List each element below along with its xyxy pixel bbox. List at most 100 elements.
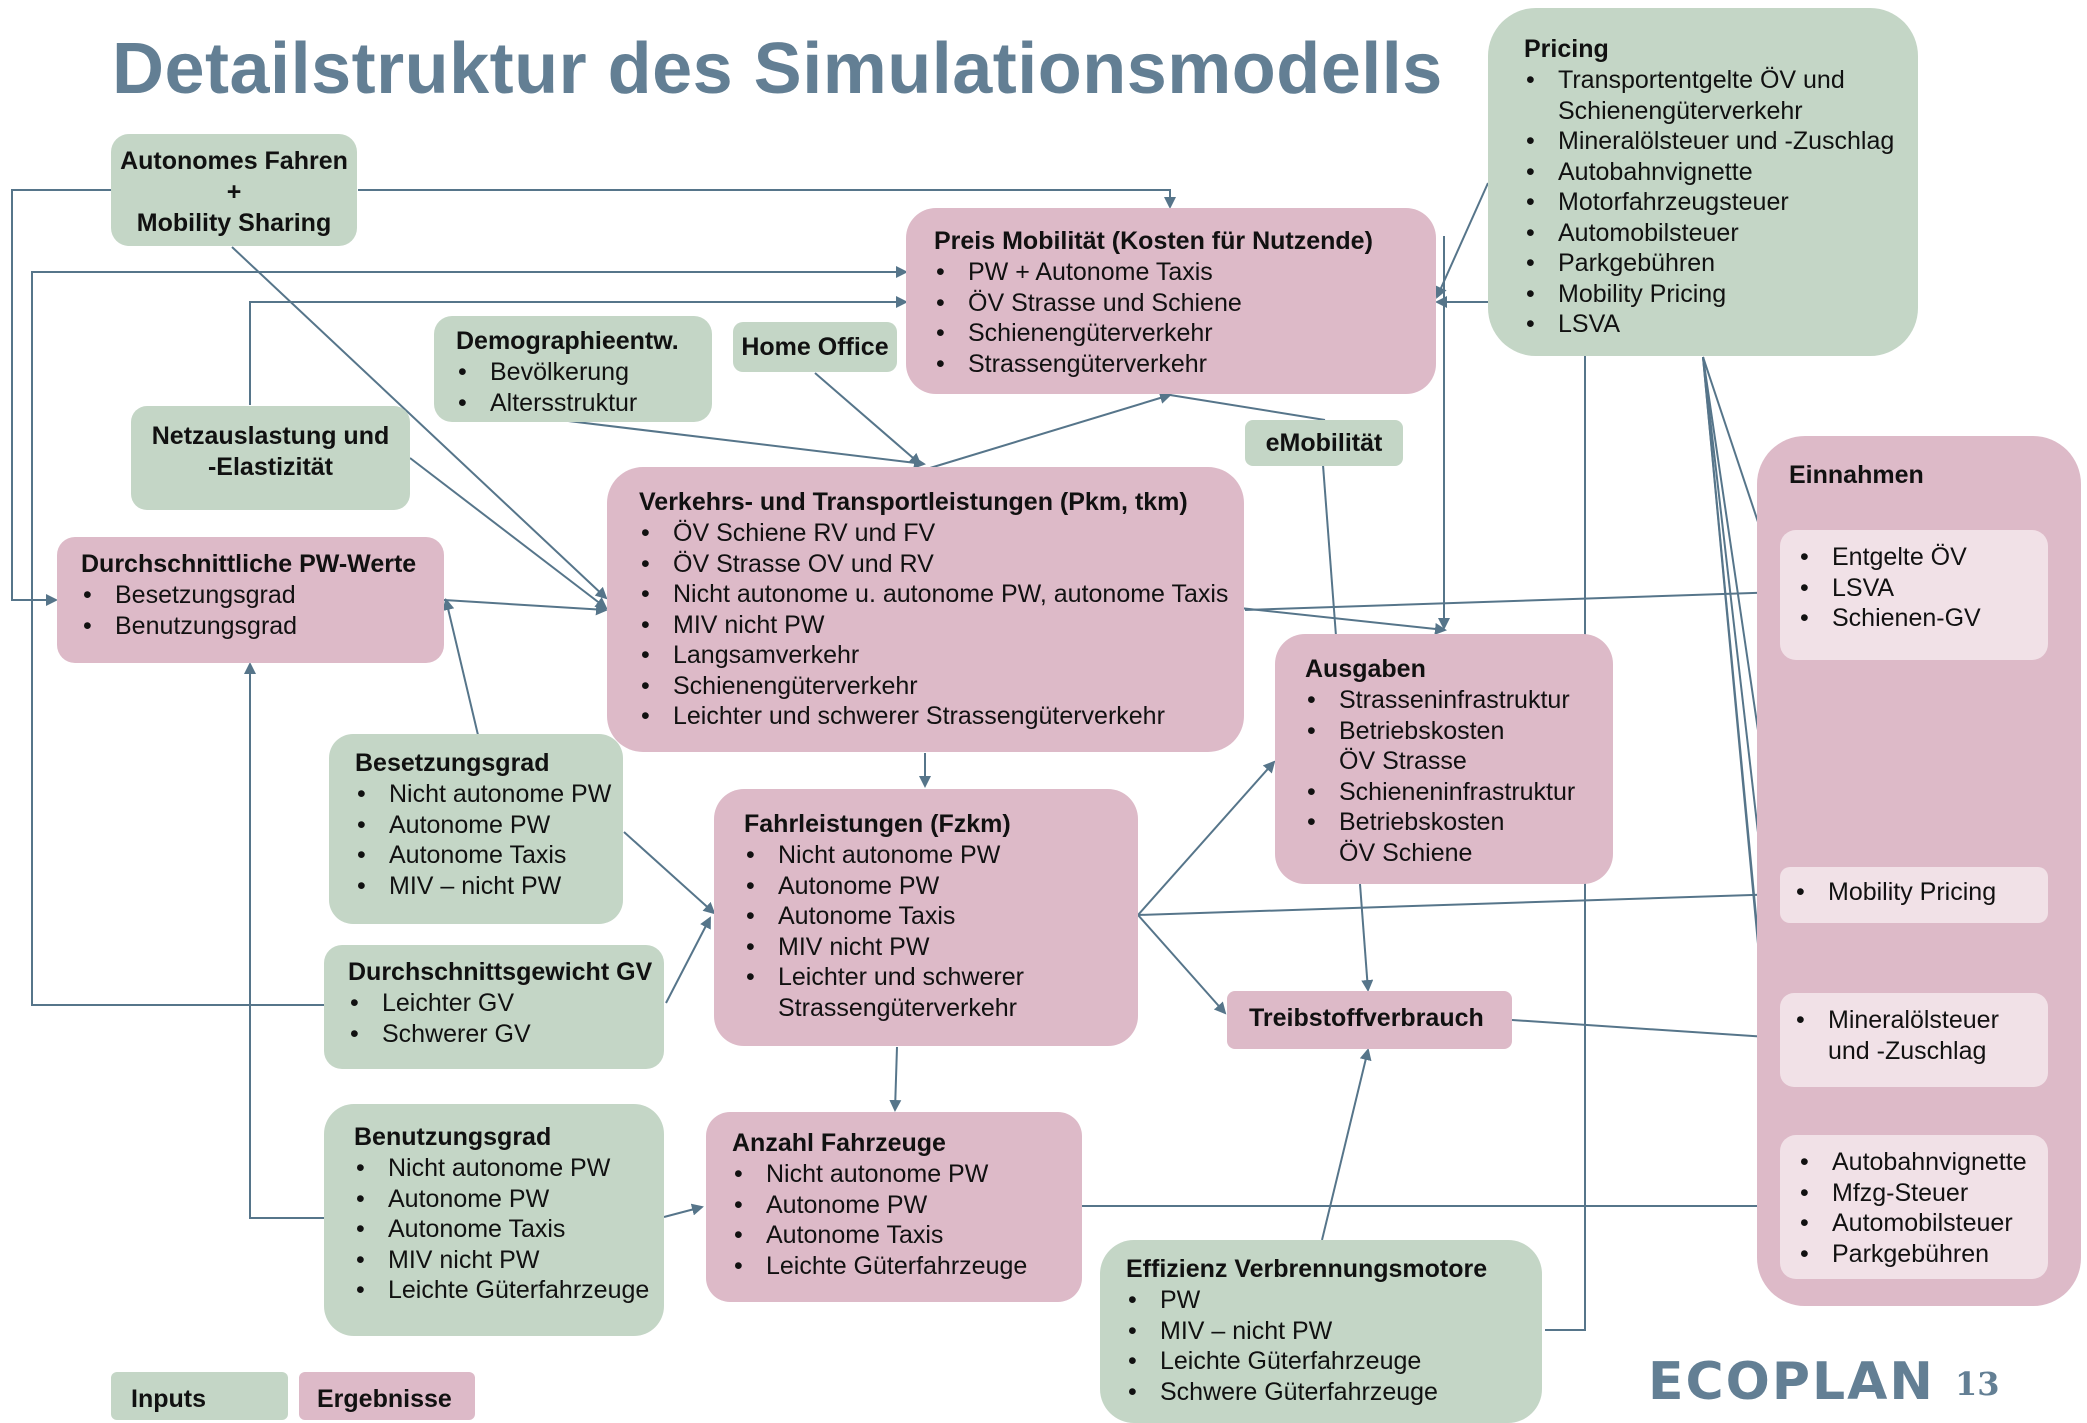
pricing-item: Autobahnvignette bbox=[1524, 157, 1918, 188]
gewicht-item: Schwerer GV bbox=[348, 1019, 664, 1050]
einnahmen-list-3: Mineralölsteuer und -Zuschlag bbox=[1794, 1005, 2048, 1066]
besetzung-item: MIV – nicht PW bbox=[355, 871, 623, 902]
effizienz-item: Leichte Güterfahrzeuge bbox=[1126, 1346, 1542, 1377]
pricing-heading: Pricing bbox=[1524, 35, 1609, 63]
fahrleist-list: Nicht autonome PW Autonome PW Autonome T… bbox=[744, 840, 1138, 1023]
pw-werte-box: Durchschnittliche PW-Werte Besetzungsgra… bbox=[57, 537, 444, 663]
home-office-box: Home Office bbox=[733, 322, 897, 372]
home-office-label: Home Office bbox=[741, 333, 889, 361]
pricing-box: Pricing Transportentgelte ÖV und Schiene… bbox=[1488, 8, 1918, 356]
netz-line2: -Elastizität bbox=[207, 453, 334, 481]
effizienz-item: Schwere Güterfahrzeuge bbox=[1126, 1377, 1542, 1408]
demo-list: Bevölkerung Altersstruktur bbox=[456, 357, 712, 418]
arrow-fahrleist-to-anzahl bbox=[889, 1046, 902, 1112]
arrow-demo-to-verkehr bbox=[559, 419, 926, 469]
besetzung-item: Autonome PW bbox=[355, 810, 623, 841]
legend-inputs: Inputs bbox=[111, 1372, 288, 1420]
einnahmen-item: Schienen-GV bbox=[1798, 603, 2048, 634]
verkehr-item: Leichter und schwerer Strassengüterverke… bbox=[639, 701, 1244, 732]
einnahmen-item: und -Zuschlag bbox=[1828, 1036, 1987, 1065]
anzahl-fahrzeuge-box: Anzahl Fahrzeuge Nicht autonome PW Auton… bbox=[706, 1112, 1082, 1302]
benutzung-item: Autonome Taxis bbox=[354, 1214, 664, 1245]
einnahmen-item: Mobility Pricing bbox=[1794, 877, 2048, 908]
arrow-gewicht-to-fahrleist bbox=[665, 916, 711, 1004]
ausgaben-item: Schieneninfrastruktur bbox=[1305, 777, 1613, 808]
ausgaben-item: Strasseninfrastruktur bbox=[1305, 685, 1613, 716]
preis-heading: Preis Mobilität (Kosten für Nutzende) bbox=[934, 227, 1373, 255]
page-number: 13 bbox=[1955, 1365, 2000, 1403]
fahrleist-item: Strassengüterverkehr bbox=[778, 993, 1018, 1022]
pricing-item: Schienengüterverkehr bbox=[1558, 96, 1803, 125]
netz-line1: Netzauslastung und bbox=[151, 422, 390, 450]
verkehr-item: MIV nicht PW bbox=[639, 610, 1244, 641]
emob-label: eMobilität bbox=[1265, 429, 1383, 457]
treibstoff-label: Treibstoffverbrauch bbox=[1249, 1004, 1484, 1032]
arrow-besetzung-to-pw-werte bbox=[442, 598, 479, 736]
pricing-item: Automobilsteuer bbox=[1524, 218, 1918, 249]
autonomes-fahren-box: Autonomes Fahren + Mobility Sharing bbox=[111, 134, 357, 246]
einnahmen-group-2: Mobility Pricing bbox=[1780, 867, 2048, 923]
arrow-fahrleist-to-ausgaben bbox=[1137, 760, 1276, 916]
arrow-treibstoff-to-einnahmen-3 bbox=[1511, 1019, 1784, 1044]
arrow-emob-to-preis bbox=[1169, 394, 1326, 421]
pw-werte-item: Besetzungsgrad bbox=[81, 580, 444, 611]
ausgaben-box: Ausgaben Strasseninfrastruktur Betriebsk… bbox=[1275, 634, 1613, 884]
effizienz-item: PW bbox=[1126, 1285, 1542, 1316]
einnahmen-list-4: Autobahnvignette Mfzg-Steuer Automobilst… bbox=[1798, 1147, 2048, 1269]
verkehr-item: ÖV Schiene RV und FV bbox=[639, 518, 1244, 549]
einnahmen-group-4: Autobahnvignette Mfzg-Steuer Automobilst… bbox=[1780, 1135, 2048, 1279]
fahrleist-item: MIV nicht PW bbox=[744, 932, 1138, 963]
effizienz-item: MIV – nicht PW bbox=[1126, 1316, 1542, 1347]
page-title: Detailstruktur des Simulationsmodells bbox=[112, 29, 1443, 109]
pricing-item: LSVA bbox=[1524, 309, 1918, 340]
preis-list: PW + Autonome Taxis ÖV Strasse und Schie… bbox=[934, 257, 1436, 379]
verkehr-list: ÖV Schiene RV und FV ÖV Strasse OV und R… bbox=[639, 518, 1244, 732]
demo-heading: Demographieentw. bbox=[456, 327, 679, 355]
anzahl-item: Autonome PW bbox=[732, 1190, 1082, 1221]
einnahmen-item: Parkgebühren bbox=[1798, 1239, 2048, 1270]
ausgaben-list: Strasseninfrastruktur Betriebskosten ÖV … bbox=[1305, 685, 1613, 868]
verkehr-item: ÖV Strasse OV und RV bbox=[639, 549, 1244, 580]
arrow-autonomes-to-pw-werte bbox=[11, 189, 112, 606]
effizienz-box: Effizienz Verbrennungsmotore PW MIV – ni… bbox=[1100, 1240, 1542, 1423]
arrow-benutzung-to-pw-werte bbox=[244, 662, 326, 1219]
arrow-netz-to-preis bbox=[249, 296, 908, 405]
pw-werte-list: Besetzungsgrad Benutzungsgrad bbox=[81, 580, 444, 641]
fahrleistungen-box: Fahrleistungen (Fzkm) Nicht autonome PW … bbox=[714, 789, 1138, 1046]
arrow-pw-werte-to-verkehr bbox=[443, 599, 608, 616]
einnahmen-item: Autobahnvignette bbox=[1798, 1147, 2048, 1178]
arrow-verkehr-to-einnahmen-1 bbox=[1244, 586, 1784, 611]
besetzungsgrad-box: Besetzungsgrad Nicht autonome PW Autonom… bbox=[329, 734, 623, 924]
fahrleist-item: Leichter und schwerer bbox=[744, 962, 1138, 993]
arrow-ausgaben-to-treibstoff bbox=[1359, 883, 1374, 992]
ausgaben-item: Betriebskosten bbox=[1305, 807, 1613, 838]
pricing-item: Parkgebühren bbox=[1524, 248, 1918, 279]
einnahmen-item: Mineralölsteuer bbox=[1794, 1005, 2048, 1036]
benutzung-heading: Benutzungsgrad bbox=[354, 1123, 552, 1151]
demographie-box: Demographieentw. Bevölkerung Altersstruk… bbox=[434, 316, 712, 422]
arrow-autonomes-to-preis bbox=[358, 189, 1176, 209]
ausgaben-item: ÖV Schiene bbox=[1339, 838, 1473, 867]
verkehrsleistungen-box: Verkehrs- und Transportleistungen (Pkm, … bbox=[607, 467, 1244, 752]
legend-ergebnisse-label: Ergebnisse bbox=[317, 1385, 452, 1413]
emobilitaet-box: eMobilität bbox=[1245, 420, 1403, 466]
arrow-fahrleist-to-mobility-pricing bbox=[1137, 888, 1784, 916]
einnahmen-item: Mfzg-Steuer bbox=[1798, 1178, 2048, 1209]
fahrleist-item: Autonome Taxis bbox=[744, 901, 1138, 932]
benutzung-item: Autonome PW bbox=[354, 1184, 664, 1215]
demo-item: Altersstruktur bbox=[456, 388, 712, 419]
pricing-item: Mineralölsteuer und -Zuschlag bbox=[1524, 126, 1918, 157]
ausgaben-item: Betriebskosten bbox=[1305, 716, 1613, 747]
einnahmen-group-1: Entgelte ÖV LSVA Schienen-GV bbox=[1780, 530, 2048, 660]
einnahmen-list-2: Mobility Pricing bbox=[1794, 877, 2048, 908]
ecoplan-logo: ECOPLAN bbox=[1648, 1352, 1935, 1412]
gewicht-list: Leichter GV Schwerer GV bbox=[348, 988, 664, 1049]
einnahmen-group-3: Mineralölsteuer und -Zuschlag bbox=[1780, 993, 2048, 1087]
einnahmen-item: Entgelte ÖV bbox=[1798, 542, 2048, 573]
fahrleist-item: Autonome PW bbox=[744, 871, 1138, 902]
anzahl-item: Autonome Taxis bbox=[732, 1220, 1082, 1251]
legend-ergebnisse: Ergebnisse bbox=[299, 1372, 475, 1420]
pw-werte-item: Benutzungsgrad bbox=[81, 611, 444, 642]
autonomes-plus: + bbox=[226, 178, 242, 206]
gewicht-heading: Durchschnittsgewicht GV bbox=[348, 958, 653, 986]
